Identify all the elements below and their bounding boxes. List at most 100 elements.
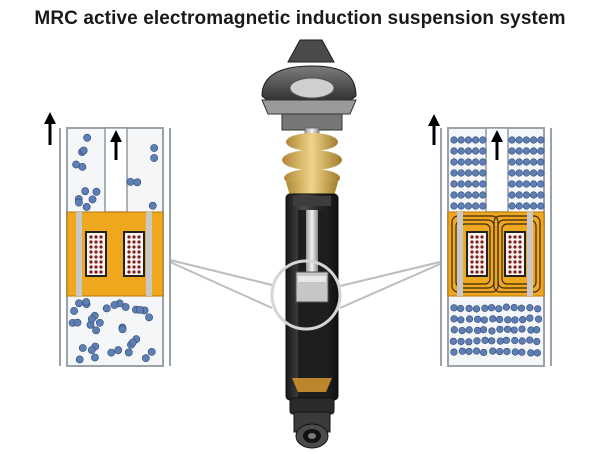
- fluid-particle: [526, 336, 534, 344]
- coil-winding: [132, 270, 136, 274]
- fluid-particle: [450, 169, 458, 177]
- coil-winding: [137, 245, 141, 249]
- fluid-particle: [126, 177, 135, 186]
- fluid-particle: [457, 316, 465, 324]
- fluid-particle: [133, 178, 142, 187]
- coil-winding: [480, 270, 484, 274]
- fluid-particle: [518, 325, 526, 333]
- coil-winding: [127, 240, 131, 244]
- coil-winding: [137, 250, 141, 254]
- coil-winding: [518, 235, 522, 239]
- fluid-particle: [522, 180, 531, 188]
- fluid-particle: [495, 315, 504, 324]
- coil-winding: [470, 265, 474, 269]
- coil-winding: [99, 240, 103, 244]
- coil-winding: [508, 240, 512, 244]
- coil-winding: [470, 240, 474, 244]
- shock-absorber: [261, 39, 357, 449]
- coil-winding: [518, 260, 522, 264]
- fluid-particle: [92, 187, 101, 196]
- coil-winding: [470, 245, 474, 249]
- coil-winding: [480, 245, 484, 249]
- fluid-particle: [82, 203, 91, 211]
- fluid-particle: [537, 191, 545, 199]
- fluid-particle: [522, 191, 531, 199]
- fluid-particle: [534, 305, 542, 313]
- left-coil-windings: [89, 235, 141, 274]
- fluid-particle: [464, 158, 473, 166]
- fluid-particle: [457, 136, 465, 144]
- coil-winding: [89, 270, 93, 274]
- fluid-particle: [102, 304, 111, 313]
- fluid-particle: [450, 315, 458, 323]
- coil-winding: [513, 270, 517, 274]
- coil-winding: [518, 250, 522, 254]
- fluid-particle: [479, 202, 487, 210]
- fluid-particle: [522, 158, 531, 166]
- fluid-particle: [537, 169, 545, 177]
- fluid-particle: [518, 348, 526, 356]
- fluid-particle: [124, 348, 133, 357]
- coil-winding: [99, 265, 103, 269]
- coil-winding: [132, 260, 136, 264]
- fluid-particle: [465, 315, 474, 323]
- coil-winding: [475, 270, 479, 274]
- fluid-particle: [503, 325, 512, 333]
- up-arrow-icon: [428, 114, 440, 145]
- fluid-particle: [70, 307, 78, 315]
- fluid-particle: [88, 195, 97, 204]
- fluid-particle: [496, 347, 504, 356]
- fluid-particle: [529, 191, 538, 199]
- fluid-particle: [87, 315, 96, 324]
- fluid-particle: [74, 198, 83, 207]
- fluid-particle: [465, 338, 473, 346]
- fluid-particle: [504, 316, 512, 324]
- fluid-particle: [515, 180, 523, 188]
- coil-winding: [475, 245, 479, 249]
- fluid-particle: [72, 160, 80, 169]
- fluid-particle: [73, 318, 82, 327]
- coil-winding: [137, 255, 141, 259]
- fluid-particle: [496, 325, 504, 333]
- fluid-particle: [510, 304, 518, 312]
- fluid-particle: [472, 147, 480, 155]
- fluid-particle: [479, 326, 488, 334]
- coil-winding: [89, 250, 93, 254]
- coil-winding: [508, 265, 512, 269]
- coil-winding: [137, 265, 141, 269]
- coil-winding: [99, 235, 103, 239]
- fluid-particle: [479, 158, 487, 166]
- coil-winding: [89, 235, 93, 239]
- fluid-particle: [508, 180, 516, 188]
- coil-winding: [480, 255, 484, 259]
- fluid-particle: [464, 169, 473, 177]
- fluid-particle: [457, 191, 465, 199]
- fluid-particle: [458, 347, 467, 355]
- coil-winding: [99, 250, 103, 254]
- coil-winding: [94, 250, 98, 254]
- coil-winding: [137, 235, 141, 239]
- coil-winding: [513, 245, 517, 249]
- coil-winding: [89, 240, 93, 244]
- coil-winding: [480, 235, 484, 239]
- fluid-particle: [150, 144, 159, 152]
- coil-winding: [127, 265, 131, 269]
- magnetic-field-lines: [451, 215, 541, 293]
- fluid-particle: [515, 169, 523, 177]
- fluid-particle: [511, 348, 519, 356]
- fluid-particle: [479, 180, 487, 188]
- fluid-particle: [141, 354, 150, 363]
- coil-winding: [513, 255, 517, 259]
- fluid-particle: [107, 348, 116, 357]
- coil-winding: [470, 250, 474, 254]
- coil-winding: [99, 270, 103, 274]
- connector-lines: [169, 259, 441, 309]
- fluid-particle: [515, 136, 523, 144]
- fluid-particle: [473, 337, 481, 345]
- fluid-particle: [458, 326, 466, 335]
- coil-winding: [127, 260, 131, 264]
- fluid-particle: [479, 147, 487, 155]
- coil-winding: [132, 250, 136, 254]
- fluid-particle: [518, 337, 526, 345]
- fluid-particle: [457, 180, 465, 188]
